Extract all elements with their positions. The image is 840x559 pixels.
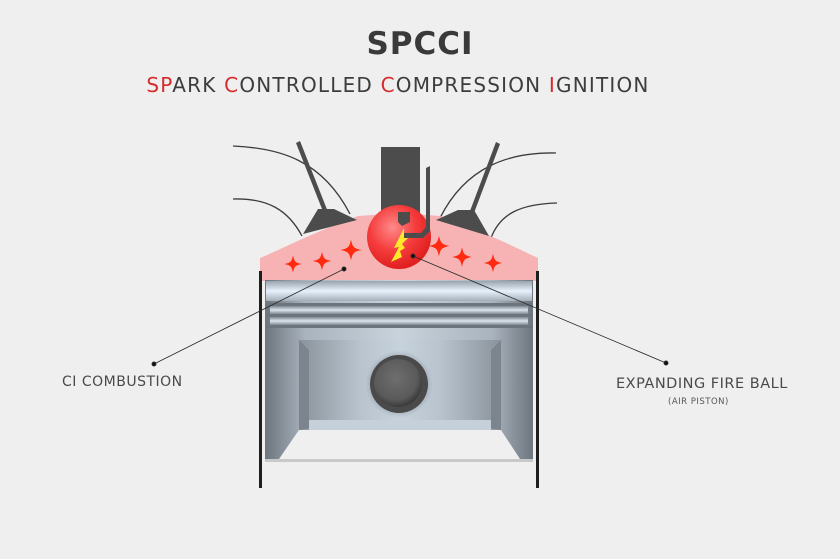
cylinder-wall-left (259, 271, 262, 488)
leader-lines (151, 253, 669, 367)
subtitle-part: GNITION (556, 73, 650, 97)
exhaust-port-upper (439, 152, 557, 219)
spark-bolt-icon (391, 228, 408, 262)
subtitle-part: ARK (172, 73, 225, 97)
exhaust-valve (436, 142, 500, 236)
fireball (367, 205, 431, 269)
subtitle-part: C (224, 73, 240, 97)
expanding-fire-ball-label: EXPANDING FIRE BALL (616, 376, 788, 392)
cylinder-wall-right (536, 271, 539, 488)
subtitle-part: ONTROLLED (239, 73, 381, 97)
ground-electrode (398, 212, 410, 226)
subtitle-part: C (380, 73, 396, 97)
intake-port-lower (232, 198, 303, 237)
exhaust-port-lower (490, 202, 558, 239)
piston (265, 280, 533, 462)
subtitle-part: OMPRESSION (395, 73, 549, 97)
subtitle-part: SP (146, 73, 173, 97)
diagram-subtitle: SPARK CONTROLLED COMPRESSION IGNITION (0, 73, 796, 97)
ci-combustion-label: CI COMBUSTION (62, 374, 183, 390)
air-piston-sublabel: (AIR PISTON) (668, 397, 729, 407)
subtitle-part: I (548, 73, 557, 97)
spark-electrode (402, 210, 430, 238)
intake-port-upper (232, 145, 351, 215)
diagram-title: SPCCI (366, 26, 474, 62)
intake-valve (296, 141, 357, 234)
